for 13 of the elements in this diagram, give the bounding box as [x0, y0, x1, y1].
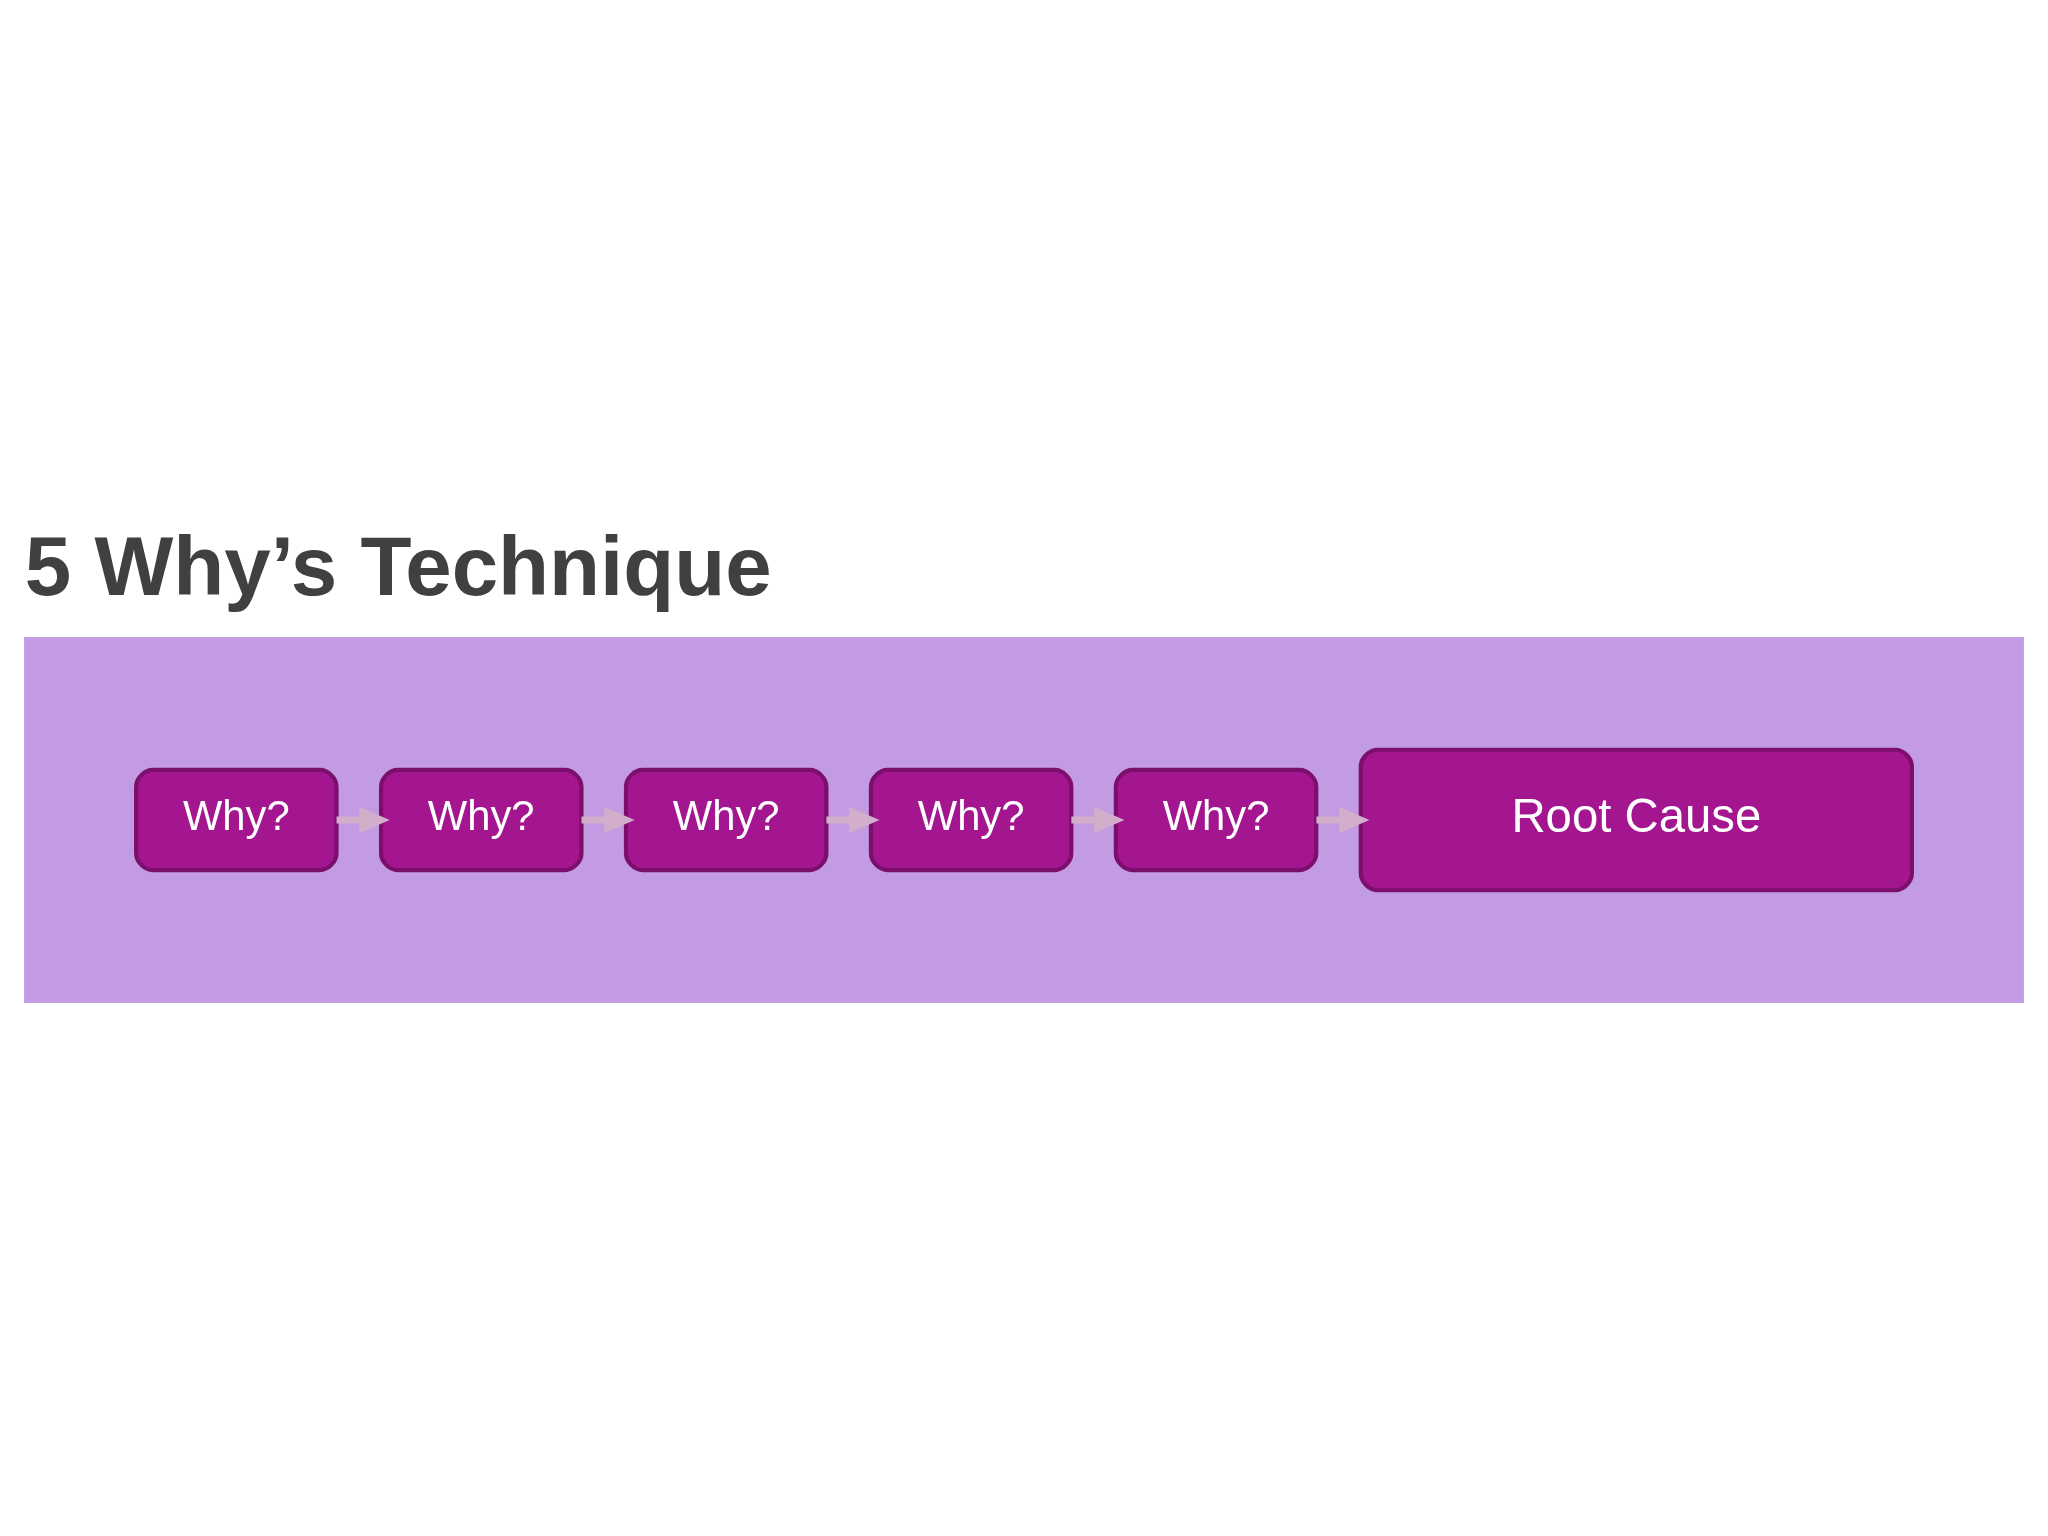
node-box: Why?: [134, 767, 339, 872]
cluster: [24, 636, 2024, 1003]
diagram-title: 5 Why’s Technique: [24, 518, 772, 613]
node-box: Why?: [378, 767, 584, 872]
node-box: Root Cause: [1358, 747, 1914, 892]
node-box: Why?: [1113, 767, 1319, 872]
arrow: [826, 806, 880, 833]
arrow: [581, 806, 635, 833]
arrow: [1316, 806, 1370, 833]
arrow: [336, 806, 390, 833]
node-box: Why?: [868, 767, 1074, 872]
node-box: Why?: [623, 767, 829, 872]
arrow: [1071, 806, 1125, 833]
